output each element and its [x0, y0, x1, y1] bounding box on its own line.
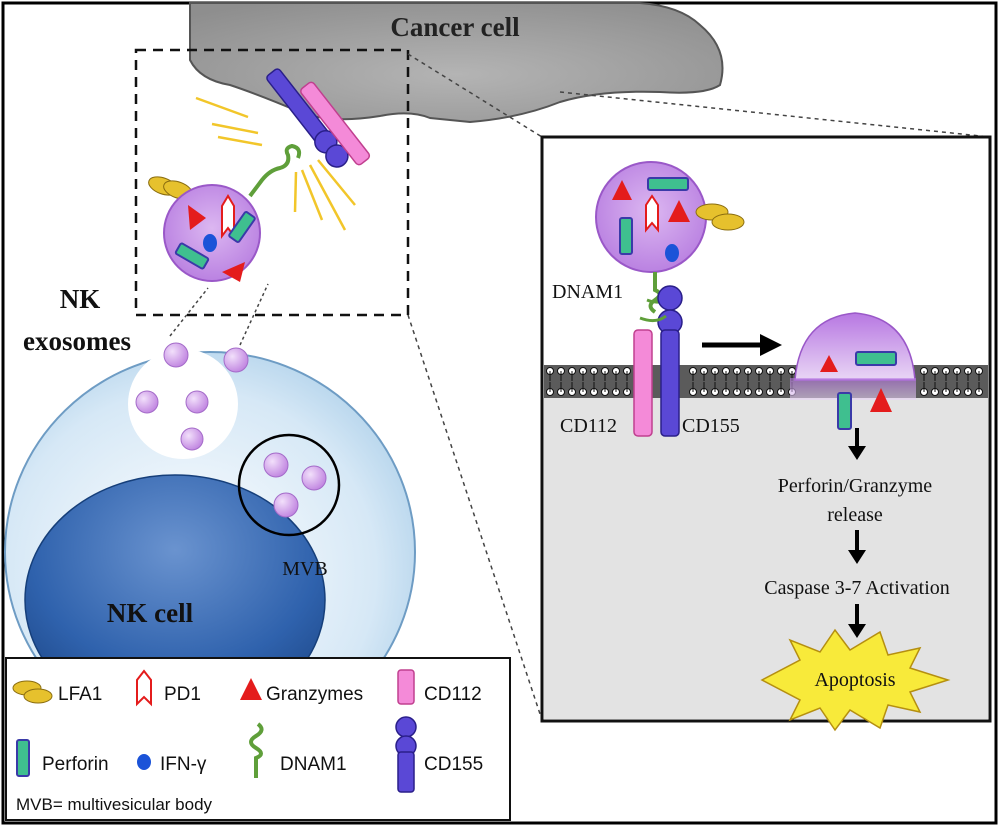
- perforin-mark: [855, 351, 897, 366]
- exosome: [180, 427, 204, 451]
- pathway-arrows: [848, 428, 866, 638]
- signal-rays: [195, 96, 356, 231]
- cd112-receptor: [633, 329, 653, 437]
- cd112-icon: [397, 669, 415, 705]
- legend-box: [5, 657, 511, 821]
- legend-label: DNAM1: [280, 754, 347, 775]
- legend-label: Granzymes: [266, 684, 363, 705]
- perforin-mark: [619, 217, 633, 255]
- zoom-connector: [559, 91, 991, 138]
- granzyme-mark: [820, 355, 838, 372]
- nk-exosomes-label: NK: [60, 284, 101, 314]
- zoom-box: [134, 48, 410, 317]
- pd1-mark: [221, 194, 235, 239]
- legend-footnote: MVB= multivesicular body: [16, 795, 213, 814]
- exosome-binding-closeup: [148, 68, 371, 282]
- legend-label: LFA1: [58, 684, 102, 705]
- mvb-label: MVB: [282, 558, 328, 580]
- perforin-icon: [16, 739, 30, 777]
- cd155-receptor: [266, 68, 349, 168]
- legend-label: CD155: [424, 754, 483, 775]
- ifn-gamma-mark: [203, 234, 217, 252]
- pd1-icon: [136, 669, 152, 707]
- cancer-cell: [189, 2, 724, 124]
- nk-cell-label: NK cell: [107, 598, 194, 628]
- pd1-mark: [645, 194, 659, 233]
- cancer-cell-label: Cancer cell: [390, 12, 520, 42]
- dnam1-icon: [249, 722, 264, 778]
- nk-exosomes-label: exosomes: [23, 326, 131, 356]
- pathway-step: release: [827, 504, 883, 526]
- cancer-cytoplasm: [544, 398, 988, 719]
- dnam1-ligand: [648, 272, 662, 314]
- exosome: [263, 452, 289, 478]
- dnam1-ligand: [639, 314, 667, 323]
- cd112-label: CD112: [560, 415, 617, 437]
- granzyme-mark: [222, 262, 245, 282]
- lfa1-molecule: [711, 213, 745, 231]
- pathway-step: Caspase 3-7 Activation: [764, 577, 950, 599]
- exosome: [185, 390, 209, 414]
- cd155-label: CD155: [682, 415, 740, 437]
- fusion-pore: [790, 378, 916, 400]
- perforin-mark: [174, 242, 210, 270]
- cd155-icon: [397, 751, 415, 793]
- dnam1-ligand: [248, 143, 302, 198]
- perforin-mark: [837, 392, 852, 430]
- zoom-connector: [239, 283, 269, 346]
- mvb-membrane: [237, 433, 341, 537]
- cd155-icon: [395, 716, 417, 738]
- ifn-gamma-icon: [137, 754, 151, 770]
- fusion-arrow-head: [760, 334, 782, 356]
- zoom-connector: [407, 314, 543, 721]
- granzyme-mark: [668, 200, 690, 222]
- cd155-receptor: [657, 285, 683, 311]
- apoptosis-burst: [760, 628, 951, 732]
- perforin-mark: [647, 177, 689, 191]
- perforin-mark: [228, 211, 256, 243]
- exosome: [135, 390, 159, 414]
- granzyme-mark: [612, 180, 632, 200]
- exosome: [163, 342, 189, 368]
- pathway-step: Perforin/Granzyme: [778, 475, 933, 497]
- legend-label: IFN-γ: [160, 754, 207, 775]
- apoptosis-label: Apoptosis: [814, 669, 895, 691]
- exosome: [223, 347, 249, 373]
- lipid-bilayer: [546, 367, 983, 396]
- granzyme-mark: [870, 388, 892, 412]
- ifn-gamma-mark: [665, 244, 679, 262]
- legend-label: PD1: [164, 684, 201, 705]
- zoom-connector: [407, 53, 543, 138]
- cd112-receptor: [300, 81, 371, 166]
- released-exosomes: [135, 342, 249, 451]
- granzyme-icon: [240, 678, 262, 700]
- legend-label: Perforin: [42, 754, 109, 775]
- cd155-receptor: [660, 329, 680, 437]
- granzyme-mark: [188, 205, 206, 230]
- exosome: [301, 465, 327, 491]
- dnam1-label: DNAM1: [552, 281, 623, 303]
- mvb: [237, 433, 341, 537]
- zoom-connector: [169, 287, 209, 337]
- legend: LFA1 PD1 Granzymes CD112 Perforin IFN-γ …: [5, 657, 511, 821]
- detail-panel: DNAM1 CD112 CD155 Perforin/Granzyme rele…: [540, 135, 992, 732]
- exocytosis-pore: [128, 349, 238, 459]
- legend-label: CD112: [424, 684, 482, 705]
- lfa1-icon: [23, 688, 53, 704]
- exosome: [273, 492, 299, 518]
